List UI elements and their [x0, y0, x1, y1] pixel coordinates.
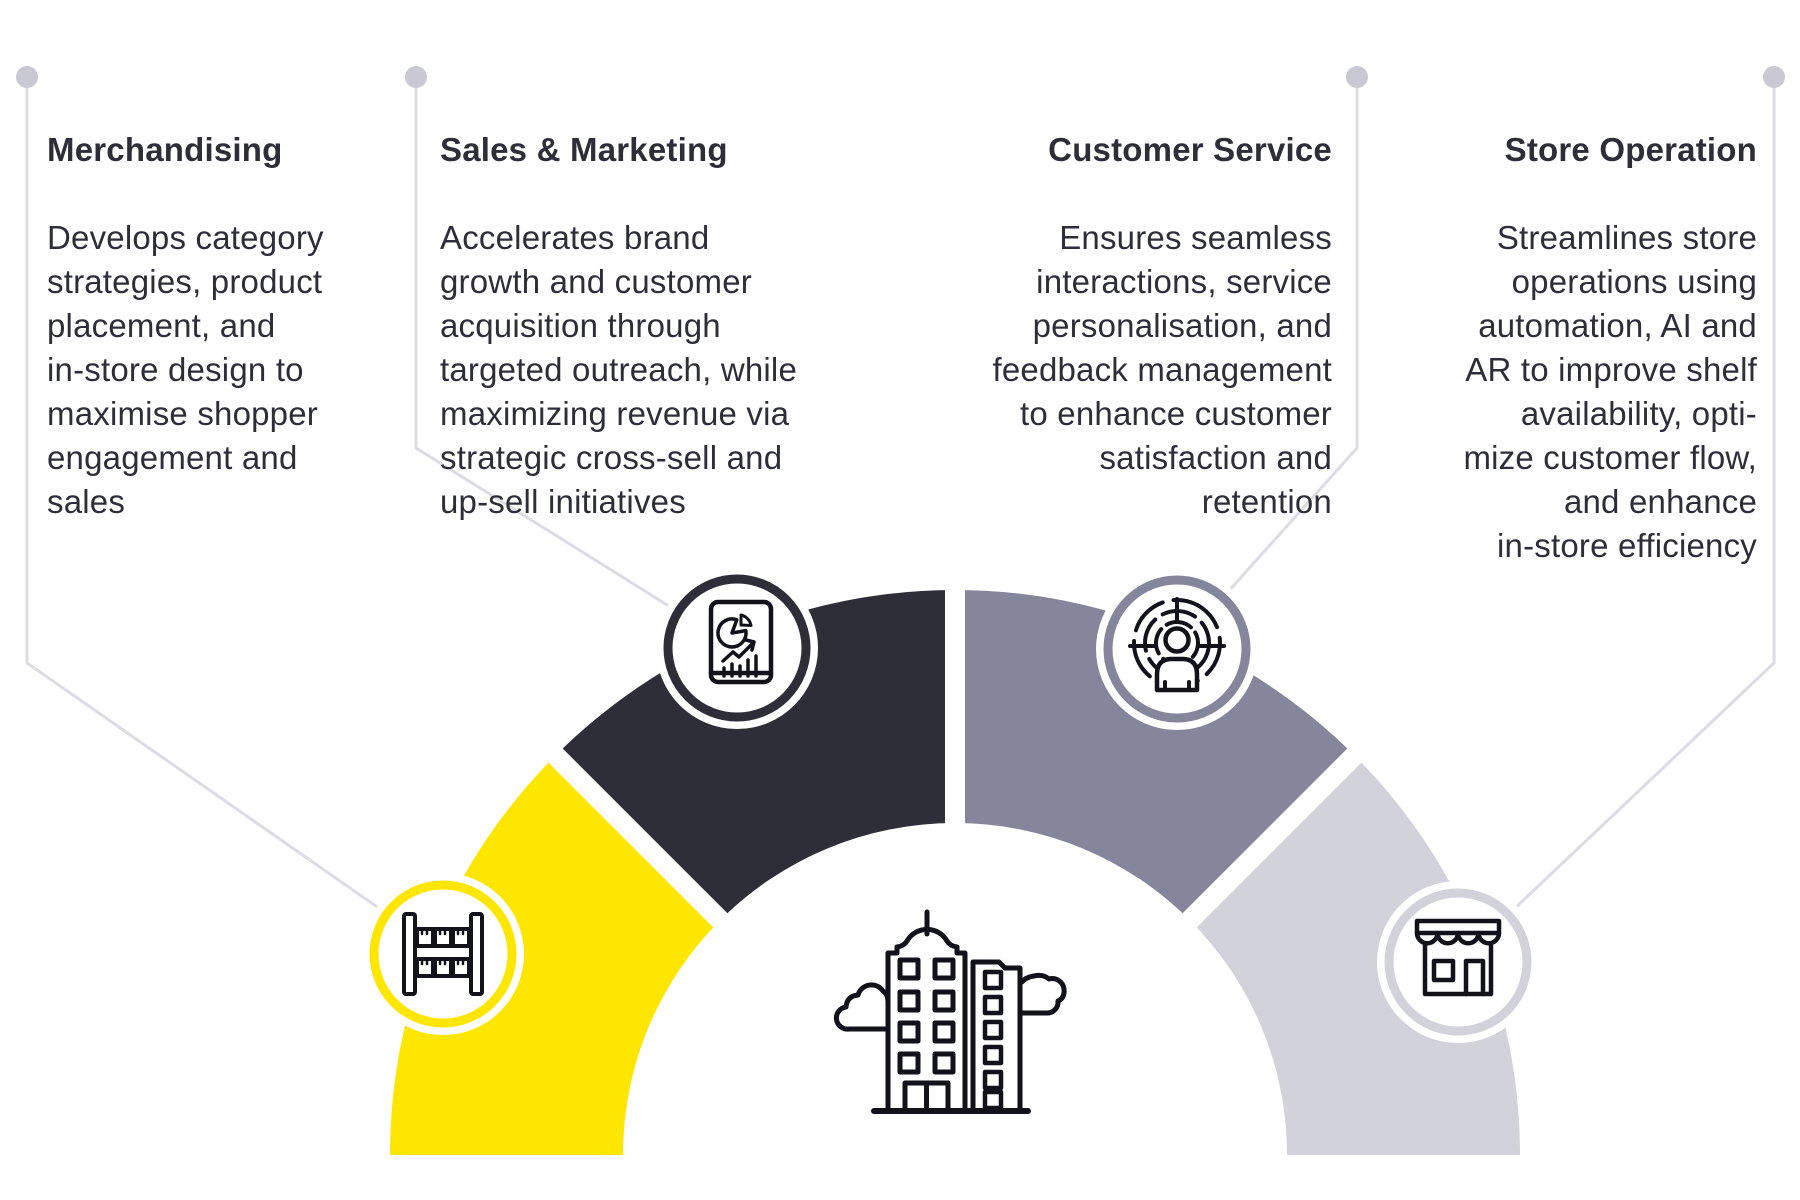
customer-target-icon — [1128, 597, 1226, 693]
storefront-icon — [1414, 918, 1502, 997]
cloud-left-icon — [833, 982, 891, 1032]
sales-marketing-icon-circle — [663, 574, 811, 722]
section-description-merchandising: Develops category strategies, product pl… — [47, 219, 324, 520]
section-text-sales-marketing: Sales & Marketing Accelerates brand grow… — [440, 84, 797, 568]
section-description-customer-service: Ensures seamless interactions, service p… — [992, 219, 1332, 520]
section-text-store-operation: Store Operation Streamlines store operat… — [1463, 84, 1757, 612]
segment-merchandising — [390, 755, 721, 1155]
section-title-customer-service: Customer Service — [1048, 131, 1332, 168]
cloud-right-icon — [1017, 972, 1067, 1016]
segment-store-operation — [1189, 755, 1520, 1155]
connector-dot-store-operation — [1763, 66, 1785, 88]
store-operation-icon-circle — [1384, 888, 1532, 1036]
segment-customer-service — [955, 590, 1355, 921]
section-text-merchandising: Merchandising Develops category strategi… — [47, 84, 324, 568]
connector-line-merchandising — [25, 85, 384, 913]
section-title-store-operation: Store Operation — [1504, 131, 1757, 168]
connector-dot-merchandising — [16, 66, 38, 88]
section-title-sales-marketing: Sales & Marketing — [440, 131, 728, 168]
connector-dots — [16, 66, 1785, 88]
section-description-sales-marketing: Accelerates brand growth and customer ac… — [440, 219, 798, 520]
connector-dot-customer-service — [1346, 66, 1368, 88]
connector-lines — [25, 85, 1776, 913]
connector-line-customer-service — [1225, 85, 1359, 595]
office-building-icon — [833, 909, 1067, 1114]
connector-dot-sales-marketing — [405, 66, 427, 88]
merchandising-icon-circle — [369, 880, 517, 1028]
sales-report-icon — [708, 599, 774, 685]
connector-line-store-operation — [1511, 85, 1776, 912]
section-description-store-operation: Streamlines store operations using autom… — [1463, 219, 1757, 564]
section-title-merchandising: Merchandising — [47, 131, 283, 168]
connector-line-sales-marketing — [414, 85, 673, 610]
segment-gap-lines — [516, 545, 1394, 951]
segment-sales-marketing — [555, 590, 955, 921]
shelf-rack-icon — [402, 912, 484, 996]
section-text-customer-service: Customer Service Ensures seamless intera… — [992, 84, 1332, 568]
